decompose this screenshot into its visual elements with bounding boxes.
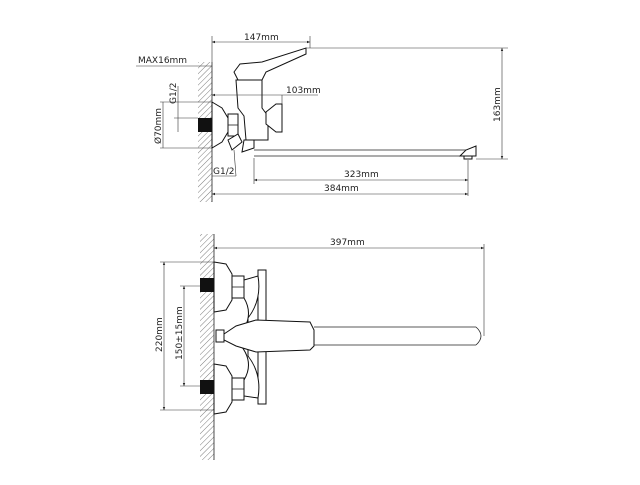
dim-397: 397mm [330, 238, 365, 248]
dim-flange-diameter: Ø70mm [153, 108, 164, 144]
thread-top: G1/2 [169, 83, 179, 104]
dim-384: 384mm [324, 184, 359, 194]
dim-147: 147mm [244, 33, 279, 43]
dim-220: 220mm [155, 317, 165, 352]
dim-150: 150±15mm [175, 306, 185, 360]
thread-bottom: G1/2 [213, 167, 234, 177]
wall-hatch-front [200, 234, 214, 460]
front-view: 397mm 220mm 150±15mm [155, 234, 485, 460]
dim-163: 163mm [493, 87, 503, 122]
wall-pipe-insert [198, 118, 212, 132]
dim-max16: MAX16mm [138, 56, 187, 66]
side-view: 147mm MAX16mm 163mm 103mm G1/2 Ø70mm G1/… [136, 33, 508, 202]
dim-323: 323mm [344, 170, 379, 180]
dim-103: 103mm [286, 86, 321, 96]
